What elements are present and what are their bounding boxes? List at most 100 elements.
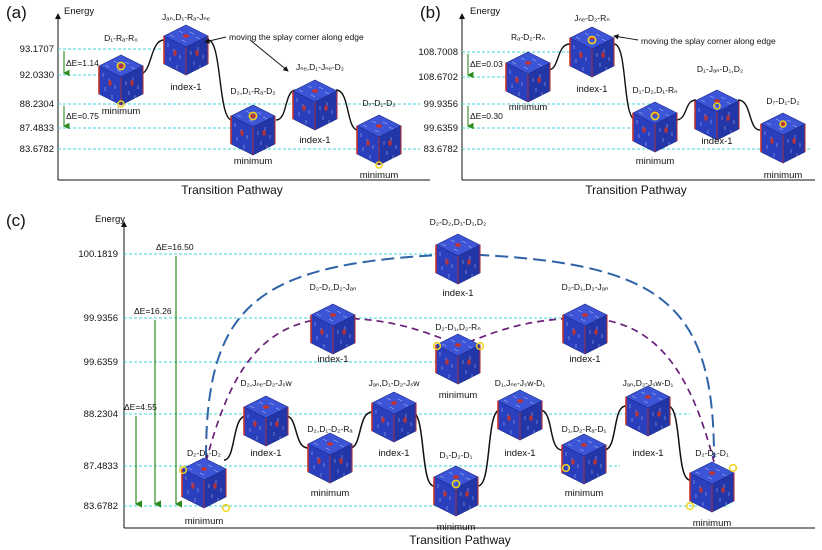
panel-c-state-name-7: Jₐₙ,D₁-D₂-Jₛw: [369, 378, 421, 388]
panel-c-level-3: 88.2304: [84, 409, 118, 420]
panel-c-state-name-3: D₂-D₁,D₂-Rₙ: [435, 322, 481, 332]
panel-a-level-4: 83.6782: [20, 144, 54, 155]
panel-c-state-label-8: minimum: [437, 522, 476, 533]
panel-b-level-2: 99.9356: [424, 99, 458, 110]
panel-c-cube-1: [310, 303, 356, 355]
panel-c-delta-2: ΔE=4.55: [124, 402, 157, 412]
panel-b: (b) Energy Transition Pathway 108.7008 1…: [418, 3, 815, 197]
panel-b-cube-1: [569, 26, 615, 78]
panel-b-state-label-3: index-1: [701, 136, 732, 147]
panel-c-level-4: 87.4833: [84, 461, 118, 472]
panel-a-marker-0: [116, 61, 126, 71]
panel-c-state-name-5: D₂,Jₙₑ-D₂-Jₛw: [240, 378, 292, 388]
panel-c-state-name-9: D₁,Jₙₑ-Jₛw-D₁: [495, 378, 546, 388]
panel-a-delta-0: ΔE=1.14: [66, 58, 99, 68]
panel-b-x-axis-label: Transition Pathway: [585, 183, 687, 197]
panel-b-level-3: 99.6359: [424, 123, 458, 134]
panel-c-cube-4: [181, 457, 227, 509]
panel-b-state-name-1: Jₙₑ-D₂-Rₙ: [574, 13, 610, 23]
panel-c-state-label-9: index-1: [504, 448, 535, 459]
panel-b-marker-2: [713, 102, 721, 110]
panel-c-level-1: 99.9356: [84, 313, 118, 324]
panel-b-y-axis-label: Energy: [470, 6, 500, 17]
panel-c-state-label-6: minimum: [311, 488, 350, 499]
panel-a-level-2: 88.2304: [20, 99, 54, 110]
panel-a-x-axis-label: Transition Pathway: [181, 183, 283, 197]
panel-c-marker-6: [685, 501, 695, 511]
panel-a-level-1: 92.0330: [20, 70, 54, 81]
panel-b-tag: (b): [420, 3, 441, 22]
panel-c-y-axis-label: Energy: [95, 214, 125, 225]
panel-b-level-0: 108.7008: [418, 47, 458, 58]
panel-a-marker-3: [375, 161, 383, 169]
panel-a-cube-4: [356, 114, 402, 166]
panel-b-guides: [462, 51, 810, 150]
panel-a-state-label-2: minimum: [234, 156, 273, 167]
panel-b-state-label-0: minimum: [509, 102, 548, 113]
panel-b-annotation-arrow: [613, 34, 639, 41]
panel-a-marker-1: [117, 100, 125, 108]
panel-b-cube-3: [694, 89, 740, 141]
panel-c-level-0: 100.1819: [78, 249, 118, 260]
panel-c-cube-0: [435, 233, 481, 285]
panel-c-cube-8: [433, 465, 479, 517]
panel-b-state-label-1: index-1: [576, 84, 607, 95]
panel-a-level-0: 93.1707: [20, 44, 54, 55]
panel-a-pathway: [139, 39, 359, 131]
panel-a-marker-2: [248, 111, 258, 121]
panel-c-state-name-8: D₁-D₂-D₁: [439, 450, 472, 460]
panel-a-state-label-4: minimum: [360, 170, 399, 181]
panel-c-state-name-2: D₂-D₁,D₂-Jₐₙ: [562, 282, 609, 292]
panel-a-delta-1: ΔE=0.75: [66, 111, 99, 121]
panel-c-delta-1: ΔE=16.26: [134, 306, 172, 316]
panel-a-level-3: 87.4833: [20, 123, 54, 134]
panel-c-cube-3: [435, 333, 481, 385]
panel-c-state-name-0: D₂-D₂,D₁-D₁,D₂: [430, 217, 487, 227]
panel-c-state-label-11: index-1: [632, 448, 663, 459]
panel-b-level-4: 83.6782: [424, 144, 458, 155]
panel-b-state-name-2: D₁-D₂,D₁-Rₙ: [633, 85, 679, 95]
panel-c-state-name-6: D₂,D₁-D₂-Rₐ: [307, 424, 353, 434]
panel-b-state-name-0: Rₐ-D₂-Rₙ: [511, 32, 546, 42]
panel-b-marker-0: [587, 35, 597, 45]
panel-c-cube-12: [689, 461, 735, 513]
panel-b-delta-1: ΔE=0.30: [470, 111, 503, 121]
panel-c-marker-4: [451, 479, 461, 489]
panel-c-state-label-0: index-1: [442, 288, 473, 299]
panel-c-pathway: [223, 405, 691, 487]
panel-c-state-label-3: minimum: [439, 390, 478, 401]
panel-c-cube-5: [243, 395, 289, 447]
panel-c-level-2: 99.6359: [84, 357, 118, 368]
panel-c-tag: (c): [6, 211, 26, 230]
panel-c-cube-10: [561, 433, 607, 485]
panel-c-state-label-7: index-1: [378, 448, 409, 459]
panel-b-cube-0: [505, 51, 551, 103]
panel-a-cube-3: [292, 79, 338, 131]
panel-c-cube-2: [562, 303, 608, 355]
panel-b-state-label-2: minimum: [636, 156, 675, 167]
panel-c-marker-7: [728, 463, 738, 473]
panel-b-marker-1: [650, 111, 660, 121]
panel-a-annotation: moving the splay corner along edge: [229, 32, 364, 42]
panel-c-state-name-12: D₂-D₂-D₁: [695, 448, 729, 458]
panel-c: (c) Energy Transition Pathway 100.1819 9…: [6, 211, 815, 547]
panel-a-state-name-2: D₂,D₁-Rₐ-D₂: [230, 86, 275, 96]
panel-c-marker-3: [221, 503, 231, 513]
panel-b-pathway: [547, 43, 761, 131]
panel-a: (a) Energy Transition Pathway 93.1707 92…: [6, 3, 430, 197]
panel-c-state-name-11: Jₐₙ,D₂-Jₛw-D₁: [623, 378, 674, 388]
panel-c-state-label-12: minimum: [693, 518, 732, 529]
panel-b-annotation: moving the splay corner along edge: [641, 36, 776, 46]
panel-c-cube-11: [625, 385, 671, 437]
panel-a-cube-1: [163, 24, 209, 76]
panel-b-level-1: 108.6702: [418, 72, 458, 83]
panel-b-state-label-4: minimum: [764, 170, 803, 181]
panel-a-annotation-arrow-0: [204, 36, 227, 44]
panel-b-delta-0: ΔE=0.03: [470, 59, 503, 69]
panel-a-state-name-0: D₁-Rₐ-R₀: [104, 33, 138, 43]
panel-a-annotation-arrow-1: [249, 39, 289, 72]
panel-c-state-label-2: index-1: [569, 354, 600, 365]
panel-c-marker-0: [432, 341, 442, 351]
panel-a-state-label-3: index-1: [299, 135, 330, 146]
panel-c-cube-6: [307, 432, 353, 484]
